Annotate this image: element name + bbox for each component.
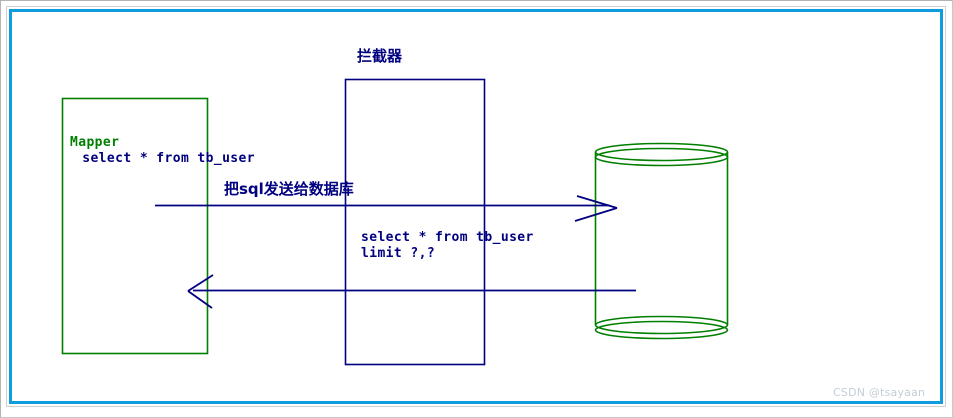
- blue-content-frame: [9, 9, 943, 404]
- rewritten-sql-text: select * from tb_user limit ?,?: [361, 230, 534, 262]
- database-cylinder-icon: [594, 142, 729, 340]
- rewritten-sql-line1: select * from tb_user: [361, 230, 534, 245]
- send-sql-arrow-label: 把sql发送给数据库: [224, 180, 354, 198]
- csdn-watermark: CSDN @tsayaan: [833, 386, 926, 399]
- interceptor-box: [344, 78, 486, 366]
- mapper-label: Mapper: [70, 135, 120, 150]
- rewritten-sql-line2: limit ?,?: [361, 245, 436, 261]
- mapper-sql-text: select * from tb_user: [74, 151, 255, 166]
- result-return-arrow: [187, 274, 636, 309]
- interceptor-title: 拦截器: [357, 47, 403, 65]
- send-sql-arrow: [155, 195, 618, 222]
- mapper-box: [61, 97, 209, 355]
